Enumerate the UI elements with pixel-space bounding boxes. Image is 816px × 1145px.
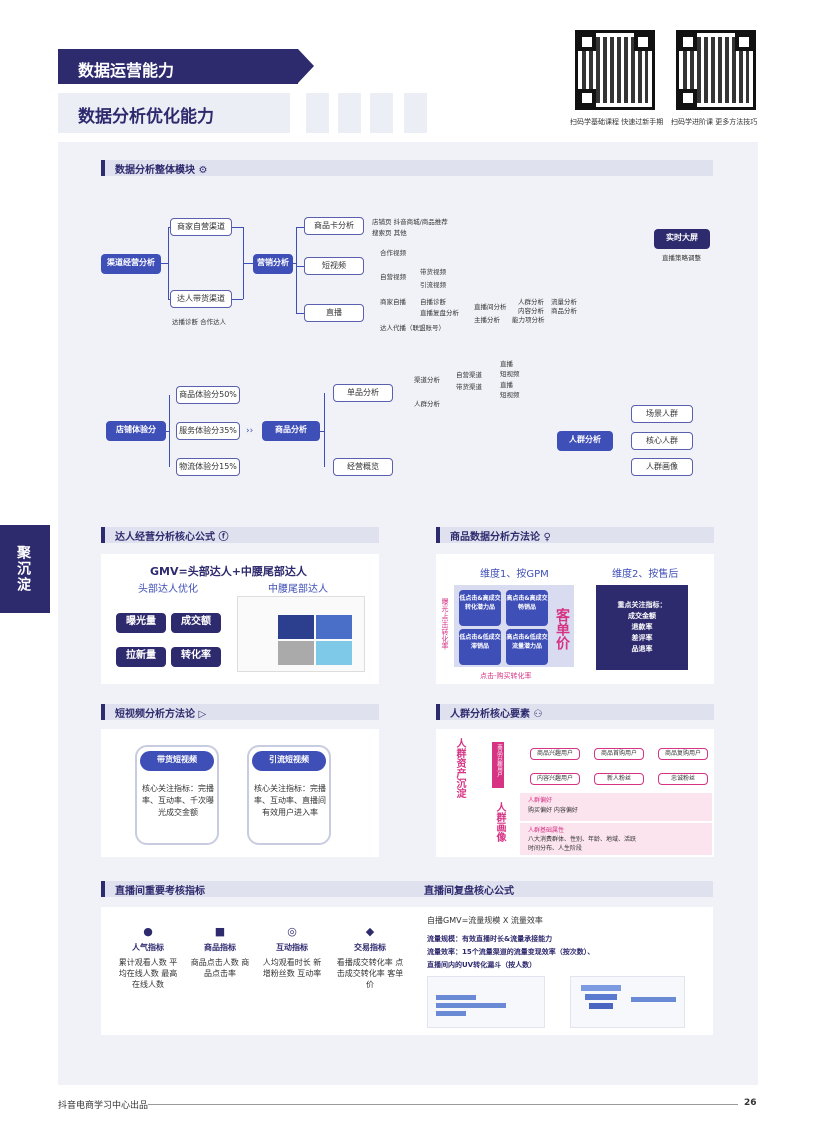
node-realtime: 实时大屏	[654, 229, 710, 249]
decor-block	[370, 93, 393, 133]
side-tab: 聚沉淀	[0, 525, 50, 613]
page-title: 数据分析优化能力	[58, 93, 290, 133]
section-header: 达人经营分析核心公式 ⓕ	[101, 527, 379, 543]
node-self: 商家自营渠道	[170, 218, 232, 236]
node-channel: 渠道经营分析	[101, 254, 161, 274]
node-card: 商品卡分析	[304, 217, 364, 235]
node-live: 直播	[304, 304, 364, 322]
section-header: 短视频分析方法论 ▷	[101, 704, 379, 720]
node-goods-ana: 商品分析	[262, 421, 320, 441]
page-number: 26	[744, 1098, 757, 1108]
node-short: 短视频	[304, 257, 364, 275]
qr-caption: 扫码学进阶课 更多方法技巧	[671, 118, 758, 126]
bag-icon: ■	[214, 925, 226, 938]
user-icon: ●	[143, 925, 153, 938]
decor-block	[306, 93, 329, 133]
talent-sub: 达播诊断 合作达人	[172, 318, 227, 326]
dashboard-thumbnail	[427, 976, 545, 1028]
funnel-thumbnail	[570, 976, 685, 1028]
section-header: 人群分析核心要素 ⚇	[436, 704, 714, 720]
node-marketing: 营销分析	[253, 254, 293, 274]
qr-code[interactable]	[676, 30, 756, 110]
after-sales-box: 重点关注指标：成交金额退款率差评率品退率	[596, 585, 688, 670]
section-header: 直播间重要考核指标	[101, 881, 713, 897]
section-header: 数据分析整体模块 ⚙	[101, 160, 713, 176]
chat-icon: ◎	[287, 925, 297, 938]
decor-block	[404, 93, 427, 133]
chart-thumbnail	[237, 596, 365, 672]
node-talent: 达人带货渠道	[170, 290, 232, 308]
footer-credit: 抖音电商学习中心出品	[58, 1101, 149, 1111]
qr-caption: 扫码学基础课程 快速过新手期	[570, 118, 664, 126]
decor-block	[338, 93, 361, 133]
trade-icon: ◆	[365, 925, 375, 938]
node-shop: 店铺体验分	[106, 421, 166, 441]
section-header: 商品数据分析方法论 ♀	[436, 527, 714, 543]
qr-code[interactable]	[575, 30, 655, 110]
section-title: 数据运营能力	[58, 49, 314, 84]
